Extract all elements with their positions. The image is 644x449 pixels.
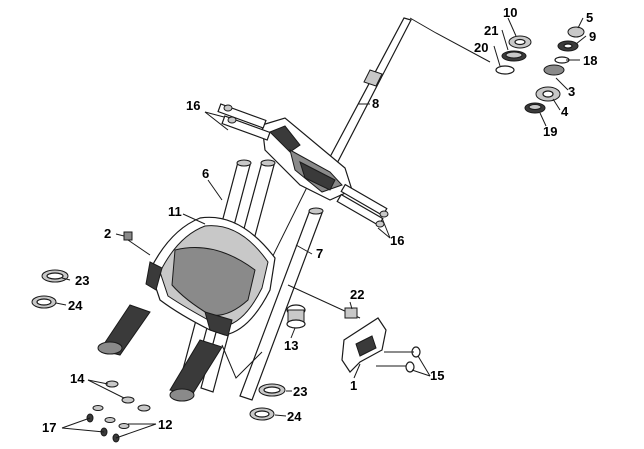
callout-14: 14 bbox=[70, 371, 85, 386]
bearing-stack-upper[interactable] bbox=[495, 26, 585, 114]
callout-21: 21 bbox=[484, 23, 498, 38]
callout-10: 10 bbox=[503, 5, 517, 20]
callout-3: 3 bbox=[568, 84, 575, 99]
fork-seals-left[interactable] bbox=[31, 269, 69, 309]
callout-12: 12 bbox=[158, 417, 172, 432]
callout-17: 17 bbox=[42, 420, 56, 435]
callout-labels: 1 2 3 4 5 6 7 8 9 10 11 12 13 14 15 16 1… bbox=[42, 5, 597, 435]
callout-24-right: 24 bbox=[287, 409, 302, 424]
callout-9: 9 bbox=[589, 29, 596, 44]
bolt-small[interactable] bbox=[123, 231, 151, 256]
callout-16-left: 16 bbox=[186, 98, 200, 113]
stem-guide-line bbox=[409, 17, 491, 63]
callout-11: 11 bbox=[168, 204, 182, 219]
callout-1: 1 bbox=[350, 378, 357, 393]
bracket-bolts[interactable] bbox=[376, 346, 421, 373]
brake-hose-bracket[interactable] bbox=[341, 307, 387, 373]
callout-5: 5 bbox=[586, 10, 593, 25]
callout-4: 4 bbox=[561, 104, 569, 119]
callout-13: 13 bbox=[284, 338, 298, 353]
callout-19: 19 bbox=[543, 124, 557, 139]
lower-washers[interactable] bbox=[86, 380, 151, 443]
callout-22: 22 bbox=[350, 287, 364, 302]
callout-2: 2 bbox=[104, 226, 111, 241]
fork-slider-left[interactable] bbox=[97, 304, 151, 356]
lower-guide-line bbox=[221, 344, 263, 379]
fork-seals-right[interactable] bbox=[249, 383, 286, 421]
hose-clip[interactable] bbox=[286, 304, 306, 329]
callout-8: 8 bbox=[372, 96, 379, 111]
callout-16-right: 16 bbox=[390, 233, 404, 248]
callout-23-left: 23 bbox=[75, 273, 89, 288]
handlebar-bolts-right[interactable] bbox=[336, 183, 389, 228]
callout-7: 7 bbox=[316, 246, 323, 261]
callout-18: 18 bbox=[583, 53, 597, 68]
callout-24-left: 24 bbox=[68, 298, 83, 313]
handlebar-bolts-left[interactable] bbox=[217, 103, 271, 141]
callout-15: 15 bbox=[430, 368, 444, 383]
fork-tube-right[interactable] bbox=[239, 207, 324, 401]
callout-20: 20 bbox=[474, 40, 488, 55]
fork-slider-right[interactable] bbox=[169, 339, 223, 402]
leader-lines bbox=[55, 17, 587, 439]
callout-6: 6 bbox=[202, 166, 209, 181]
callout-23-right: 23 bbox=[293, 384, 307, 399]
headlight-shroud[interactable] bbox=[145, 216, 276, 337]
